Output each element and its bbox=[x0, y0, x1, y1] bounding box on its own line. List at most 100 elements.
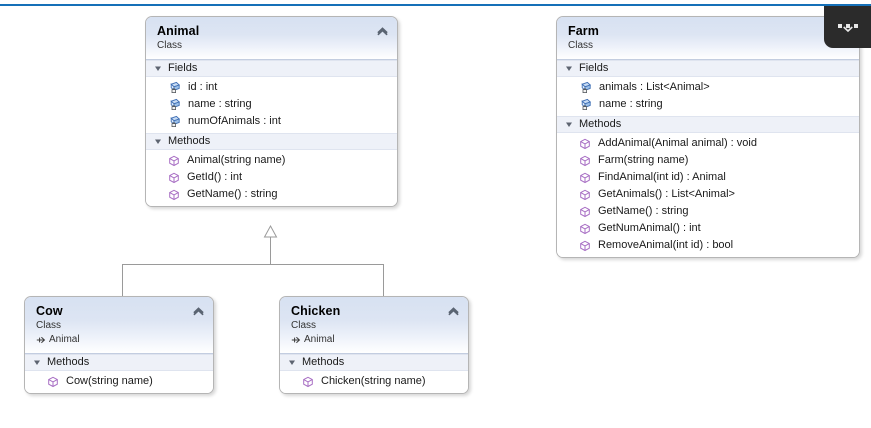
member-row[interactable]: FindAnimal(int id) : Animal bbox=[557, 169, 859, 186]
member-label: AddAnimal(Animal animal) : void bbox=[598, 137, 757, 149]
field-private-icon bbox=[168, 98, 181, 111]
member-row[interactable]: animals : List<Animal> bbox=[557, 79, 859, 96]
member-label: numOfAnimals : int bbox=[188, 115, 281, 127]
member-row[interactable]: GetName() : string bbox=[557, 203, 859, 220]
ellipsis-icon bbox=[837, 24, 858, 28]
class-name: Farm bbox=[568, 24, 599, 38]
member-row[interactable]: AddAnimal(Animal animal) : void bbox=[557, 135, 859, 152]
method-icon bbox=[579, 206, 591, 218]
triangle-expanded-icon bbox=[566, 121, 573, 128]
triangle-expanded-icon bbox=[155, 138, 162, 145]
member-list-fields: animals : List<Animal> name : string bbox=[557, 77, 859, 116]
section-header-methods[interactable]: Methods bbox=[146, 133, 397, 150]
class-card-animal[interactable]: Animal Class Fields bbox=[145, 16, 398, 207]
base-class-arrow-icon bbox=[291, 335, 301, 345]
method-icon bbox=[579, 240, 591, 252]
member-row[interactable]: Animal(string name) bbox=[146, 152, 397, 169]
section-header-methods[interactable]: Methods bbox=[280, 354, 468, 371]
class-stereotype: Class bbox=[157, 40, 183, 51]
section-label: Fields bbox=[579, 62, 609, 74]
section-label: Methods bbox=[47, 356, 90, 368]
base-class-row: Animal bbox=[36, 333, 203, 346]
class-header-chicken: Chicken Class Animal bbox=[280, 297, 468, 354]
class-name: Animal bbox=[157, 24, 200, 38]
section-header-fields[interactable]: Fields bbox=[557, 60, 859, 77]
section-label: Methods bbox=[579, 118, 622, 130]
method-icon bbox=[579, 189, 591, 201]
member-row[interactable]: GetId() : int bbox=[146, 169, 397, 186]
method-icon bbox=[168, 189, 180, 201]
member-label: RemoveAnimal(int id) : bool bbox=[598, 239, 734, 251]
member-row[interactable]: Chicken(string name) bbox=[280, 373, 468, 390]
member-label: GetId() : int bbox=[187, 171, 243, 183]
section-header-methods[interactable]: Methods bbox=[557, 116, 859, 133]
top-accent-rule bbox=[0, 4, 871, 6]
member-label: animals : List<Animal> bbox=[599, 81, 710, 93]
chevron-up-icon[interactable] bbox=[447, 304, 460, 317]
triangle-expanded-icon bbox=[34, 359, 41, 366]
triangle-expanded-icon bbox=[289, 359, 296, 366]
member-label: Farm(string name) bbox=[598, 154, 689, 166]
class-card-cow[interactable]: Cow Class Animal bbox=[24, 296, 214, 394]
member-row[interactable]: Farm(string name) bbox=[557, 152, 859, 169]
member-row[interactable]: id : int bbox=[146, 79, 397, 96]
base-class-label: Animal bbox=[49, 334, 80, 345]
base-class-arrow-icon bbox=[36, 335, 46, 345]
section-label: Methods bbox=[168, 135, 211, 147]
class-header-farm: Farm Class bbox=[557, 17, 859, 60]
chevron-down-icon bbox=[842, 24, 853, 36]
section-header-fields[interactable]: Fields bbox=[146, 60, 397, 77]
member-label: id : int bbox=[188, 81, 218, 93]
method-icon bbox=[579, 155, 591, 167]
class-stereotype: Class bbox=[36, 320, 62, 331]
member-label: name : string bbox=[188, 98, 252, 110]
member-row[interactable]: GetName() : string bbox=[146, 186, 397, 203]
member-list-methods: AddAnimal(Animal animal) : void Farm(str… bbox=[557, 133, 859, 257]
class-stereotype: Class bbox=[568, 40, 594, 51]
method-icon bbox=[47, 376, 59, 388]
base-class-row: Animal bbox=[291, 333, 458, 346]
member-list-methods: Chicken(string name) bbox=[280, 371, 468, 393]
triangle-expanded-icon bbox=[566, 65, 573, 72]
class-card-chicken[interactable]: Chicken Class Animal bbox=[279, 296, 469, 394]
member-label: Cow(string name) bbox=[66, 375, 153, 387]
field-private-icon bbox=[579, 98, 592, 111]
member-row[interactable]: GetNumAnimal() : int bbox=[557, 220, 859, 237]
field-private-icon bbox=[168, 81, 181, 94]
method-icon bbox=[579, 172, 591, 184]
more-options-button[interactable] bbox=[824, 6, 871, 48]
method-icon bbox=[579, 138, 591, 150]
member-label: Animal(string name) bbox=[187, 154, 286, 166]
section-header-methods[interactable]: Methods bbox=[25, 354, 213, 371]
class-name: Cow bbox=[36, 304, 63, 318]
member-row[interactable]: name : string bbox=[146, 96, 397, 113]
member-list-methods: Cow(string name) bbox=[25, 371, 213, 393]
member-label: Chicken(string name) bbox=[321, 375, 426, 387]
member-label: FindAnimal(int id) : Animal bbox=[598, 171, 726, 183]
base-class-label: Animal bbox=[304, 334, 335, 345]
member-row[interactable]: GetAnimals() : List<Animal> bbox=[557, 186, 859, 203]
member-label: name : string bbox=[599, 98, 663, 110]
member-list-fields: id : int name : string bbox=[146, 77, 397, 133]
member-row[interactable]: Cow(string name) bbox=[25, 373, 213, 390]
class-stereotype: Class bbox=[291, 320, 317, 331]
chevron-up-icon[interactable] bbox=[376, 24, 389, 37]
field-private-icon bbox=[168, 115, 181, 128]
field-private-icon bbox=[579, 81, 592, 94]
member-list-methods: Animal(string name) GetId() : int bbox=[146, 150, 397, 206]
method-icon bbox=[579, 223, 591, 235]
section-label: Methods bbox=[302, 356, 345, 368]
member-row[interactable]: numOfAnimals : int bbox=[146, 113, 397, 130]
class-card-farm[interactable]: Farm Class Fields animal bbox=[556, 16, 860, 258]
member-row[interactable]: name : string bbox=[557, 96, 859, 113]
member-label: GetName() : string bbox=[598, 205, 689, 217]
chevron-up-icon[interactable] bbox=[192, 304, 205, 317]
class-header-cow: Cow Class Animal bbox=[25, 297, 213, 354]
triangle-expanded-icon bbox=[155, 65, 162, 72]
member-label: GetNumAnimal() : int bbox=[598, 222, 701, 234]
member-row[interactable]: RemoveAnimal(int id) : bool bbox=[557, 237, 859, 254]
class-header-animal: Animal Class bbox=[146, 17, 397, 60]
method-icon bbox=[168, 172, 180, 184]
member-label: GetName() : string bbox=[187, 188, 278, 200]
